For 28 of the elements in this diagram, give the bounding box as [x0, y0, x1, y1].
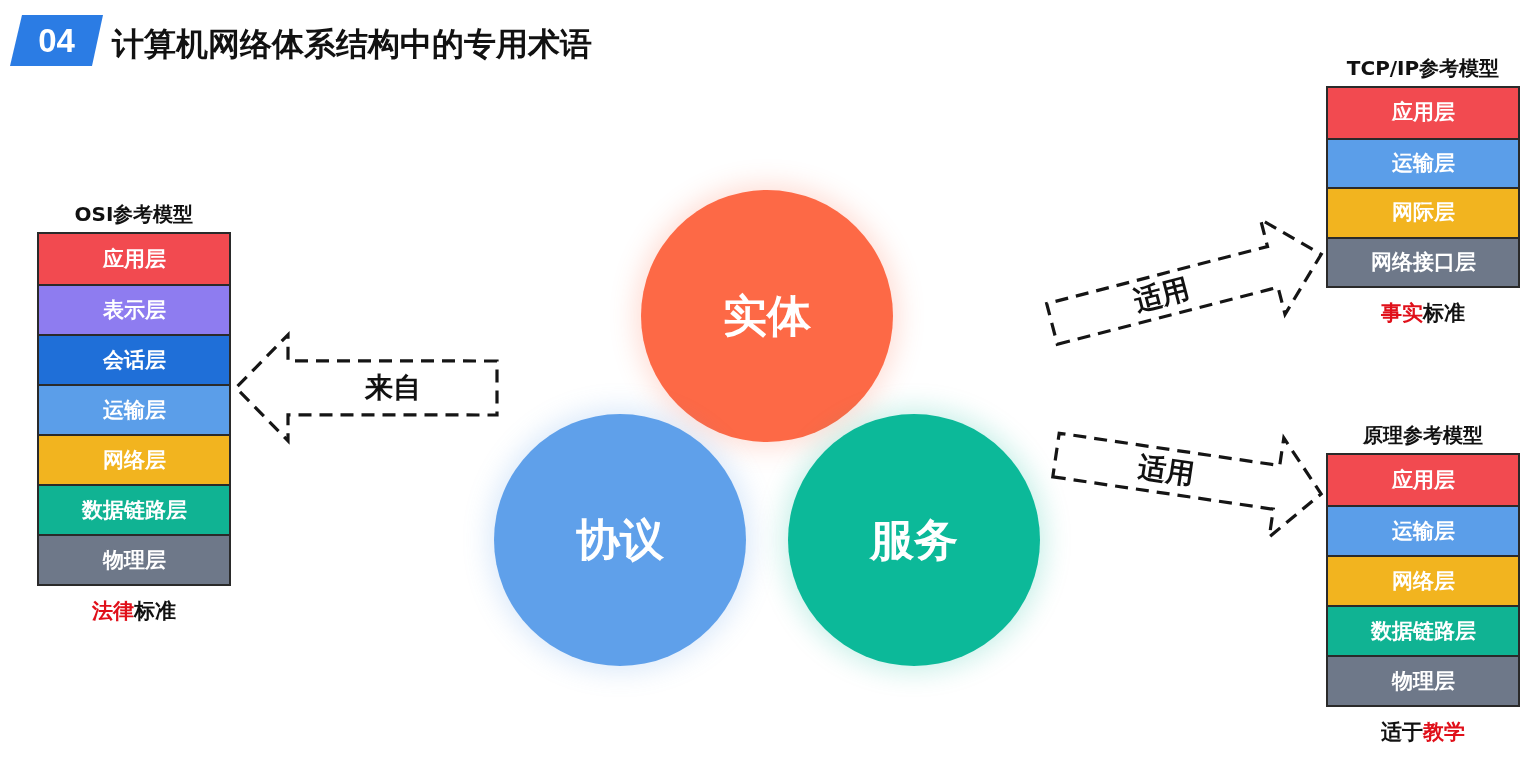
layer-box: 网络层 — [1328, 555, 1518, 605]
number-badge: 04 — [10, 15, 103, 66]
layer-box: 应用层 — [39, 234, 229, 284]
stack-caption: 适于教学 — [1381, 719, 1465, 745]
layer-box: 运输层 — [1328, 137, 1518, 187]
term-circle: 协议 — [494, 414, 746, 666]
layer-box: 网络层 — [39, 434, 229, 484]
layer-box: 网络接口层 — [1328, 236, 1518, 286]
layer-box: 应用层 — [1328, 455, 1518, 505]
layer-box: 数据链路层 — [1328, 605, 1518, 655]
stack-heading: OSI参考模型 — [74, 202, 194, 226]
stack-caption: 法律标准 — [92, 598, 176, 624]
layer-box: 会话层 — [39, 334, 229, 384]
stack-caption: 事实标准 — [1381, 300, 1465, 326]
layer-box: 运输层 — [39, 384, 229, 434]
layer-box: 网际层 — [1328, 187, 1518, 237]
layer-box: 应用层 — [1328, 88, 1518, 138]
block-arrow — [233, 330, 499, 445]
layer-box: 物理层 — [1328, 655, 1518, 705]
layer-box: 物理层 — [39, 534, 229, 584]
layer-box: 表示层 — [39, 284, 229, 334]
title: 计算机网络体系结构中的专用术语 — [112, 24, 592, 64]
stack-heading: 原理参考模型 — [1363, 423, 1483, 447]
layer-box: 数据链路层 — [39, 484, 229, 534]
term-circle: 服务 — [788, 414, 1040, 666]
term-circle: 实体 — [641, 190, 893, 442]
layer-box: 运输层 — [1328, 505, 1518, 555]
stack-heading: TCP/IP参考模型 — [1346, 56, 1500, 80]
